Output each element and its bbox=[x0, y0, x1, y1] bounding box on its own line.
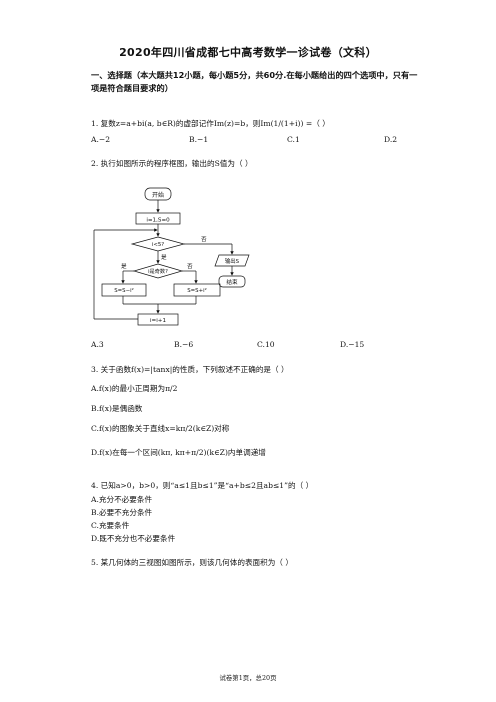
flow-left-assign-text: S=S−i² bbox=[114, 287, 134, 294]
question-3-stem: 3. 关于函数f(x)=|tanx|的性质，下列叙述不正确的是（ ） bbox=[91, 365, 289, 374]
program-flowchart: 开始 i=1,S=0 i<5? 否 是 i是奇数? 是 否 S=S−i² S=S… bbox=[93, 187, 250, 326]
q4-option-d: D.既不充分也不必要条件 bbox=[91, 534, 176, 543]
flow-increment-text: i=i+1 bbox=[150, 318, 166, 324]
q3-option-d: D.f(x)在每一个区间(kπ, kπ+π/2)(k∈Z)内单调递增 bbox=[91, 448, 266, 457]
q3-option-a: A.f(x)的最小正周期为π/2 bbox=[91, 384, 178, 393]
flow-output-parallelogram bbox=[214, 254, 250, 267]
flow-start-text: 开始 bbox=[152, 191, 164, 199]
flow-no-label-1: 否 bbox=[201, 236, 207, 243]
page-footer: 试卷第1页，总20页 bbox=[219, 674, 277, 682]
q4-option-c: C.充要条件 bbox=[91, 521, 130, 530]
question-2-stem: 2. 执行如图所示的程序框图，输出的S值为（ ） bbox=[91, 159, 253, 168]
q1-option-b: B.−1 bbox=[189, 135, 209, 144]
flow-odd-text: i是奇数? bbox=[148, 267, 168, 275]
flow-no-label-2: 否 bbox=[187, 263, 193, 270]
q4-option-b: B.必要不充分条件 bbox=[91, 508, 153, 517]
flow-end-node bbox=[218, 275, 246, 288]
q1-option-a: A.−2 bbox=[91, 135, 111, 144]
flow-init-text: i=1,S=0 bbox=[146, 218, 170, 224]
flow-right-assign-text: S=S+i² bbox=[187, 287, 207, 294]
page-title: 2020年四川省成都七中高考数学一诊试卷（文科） bbox=[119, 46, 377, 59]
q2-option-d: D.−15 bbox=[340, 340, 365, 349]
q2-option-a: A.3 bbox=[91, 340, 104, 349]
q4-option-a: A.充分不必要条件 bbox=[91, 495, 153, 504]
flow-condition-text: i<5? bbox=[152, 242, 164, 248]
flow-yes-label-1: 是 bbox=[161, 254, 167, 261]
section-heading: 一、选择题（本大题共12小题，每小题5分，共60分.在每小题给出的四个选项中，只… bbox=[91, 70, 418, 93]
flow-output-text: 输出S bbox=[225, 257, 240, 265]
flow-end-text: 结束 bbox=[226, 278, 238, 286]
q3-option-b: B.f(x)是偶函数 bbox=[91, 404, 143, 413]
q1-option-d: D.2 bbox=[384, 135, 398, 144]
question-4-stem: 4. 已知a>0，b>0，则“a≤1且b≤1”是“a+b≤2且ab≤1”的（ ） bbox=[91, 481, 314, 490]
flow-left-assign-box bbox=[101, 283, 147, 297]
flow-right-assign-box bbox=[173, 283, 221, 297]
flow-yes-label-2: 是 bbox=[121, 263, 127, 270]
question-5-stem: 5. 某几何体的三视图如图所示，则该几何体的表面积为（ ） bbox=[91, 558, 293, 567]
q2-option-c: C.10 bbox=[257, 340, 275, 349]
flow-odd-diamond bbox=[132, 263, 184, 279]
q2-option-b: B.−6 bbox=[174, 340, 194, 349]
q3-option-c: C.f(x)的图象关于直线x=kπ/2(k∈Z)对称 bbox=[91, 424, 230, 433]
question-1-stem: 1. 复数z=a+bi(a, b∈R)的虚部记作Im(z)=b，则Im(1/(1… bbox=[91, 119, 330, 128]
q1-option-c: C.1 bbox=[287, 135, 300, 144]
flow-increment-box bbox=[137, 313, 179, 326]
